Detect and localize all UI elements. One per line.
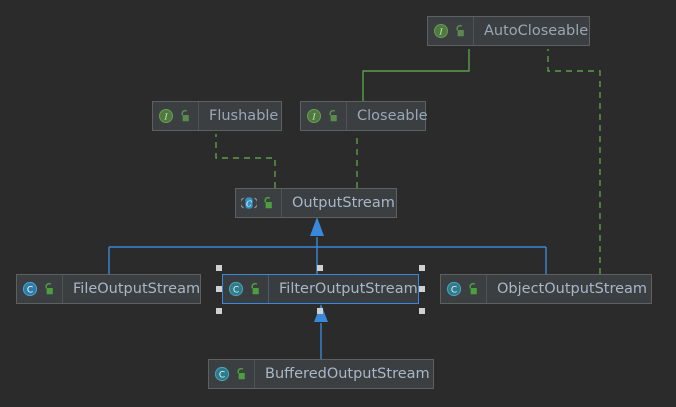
class-node-fileoutputstream[interactable]: C FileOutputStream — [16, 274, 201, 304]
svg-text:C: C — [451, 285, 457, 295]
svg-text:I: I — [163, 113, 168, 123]
lock-icon — [237, 367, 245, 380]
node-icon-group: I — [428, 17, 474, 45]
class-node-label: Flushable — [209, 108, 279, 124]
selection-handle-middle-left[interactable] — [216, 286, 222, 292]
svg-text:C: C — [246, 199, 252, 208]
lock-icon — [456, 24, 464, 37]
interface-icon: I — [159, 109, 173, 123]
abstract-class-icon: C — [241, 197, 257, 209]
class-node-label: ObjectOutputStream — [497, 281, 648, 297]
class-icon: C — [214, 366, 230, 382]
lock-icon — [469, 282, 477, 295]
lock-icon — [329, 109, 337, 122]
edge-objectoutputstream-to-autocloseable — [542, 30, 601, 274]
svg-text:I: I — [438, 28, 443, 38]
class-icon: C — [22, 281, 38, 297]
class-node-filteroutputstream[interactable]: C FilterOutputStream — [222, 274, 419, 304]
svg-text:I: I — [311, 113, 316, 123]
lock-icon — [264, 196, 272, 209]
class-icon: C — [446, 281, 462, 297]
interface-icon: I — [434, 24, 448, 38]
class-node-label: OutputStream — [292, 195, 395, 211]
class-node-outputstream[interactable]: C OutputStream — [235, 188, 397, 218]
class-icon: C — [228, 281, 244, 297]
class-node-label: Closeable — [357, 108, 428, 124]
interface-icon: I — [307, 109, 321, 123]
class-node-closeable[interactable]: I Closeable — [300, 101, 428, 131]
svg-text:C: C — [219, 370, 225, 380]
class-node-label: FileOutputStream — [73, 281, 201, 297]
node-icon-group: C — [17, 275, 63, 303]
selection-handle-bottom-right[interactable] — [419, 308, 425, 314]
lock-icon — [45, 282, 53, 295]
node-icon-group: I — [153, 102, 199, 130]
lock-icon — [251, 282, 259, 295]
node-icon-group: C — [209, 360, 255, 388]
class-node-autocloseable[interactable]: I AutoCloseable — [427, 16, 590, 46]
class-node-label: AutoCloseable — [484, 23, 589, 39]
selection-handle-top-left[interactable] — [216, 265, 222, 271]
node-icon-group: C — [223, 275, 269, 303]
node-icon-group: C — [236, 189, 282, 217]
class-node-label: BufferedOutputStream — [265, 366, 430, 382]
class-node-flushable[interactable]: I Flushable — [152, 101, 282, 131]
selection-handle-top-right[interactable] — [419, 265, 425, 271]
edge-subclasses-to-outputstream — [108, 217, 547, 274]
node-icon-group: I — [301, 102, 347, 130]
selection-handle-bottom-left[interactable] — [216, 308, 222, 314]
node-icon-group: C — [441, 275, 487, 303]
selection-handle-middle-right[interactable] — [419, 286, 425, 292]
lock-icon — [181, 109, 189, 122]
svg-text:C: C — [233, 285, 239, 295]
selection-handle-top-center[interactable] — [317, 265, 323, 271]
selection-handle-bottom-center[interactable] — [317, 308, 323, 314]
class-node-objectoutputstream[interactable]: C ObjectOutputStream — [440, 274, 652, 304]
class-node-label: FilterOutputStream — [279, 281, 418, 297]
svg-text:C: C — [27, 285, 33, 295]
class-node-bufferedoutputstream[interactable]: C BufferedOutputStream — [208, 359, 434, 389]
